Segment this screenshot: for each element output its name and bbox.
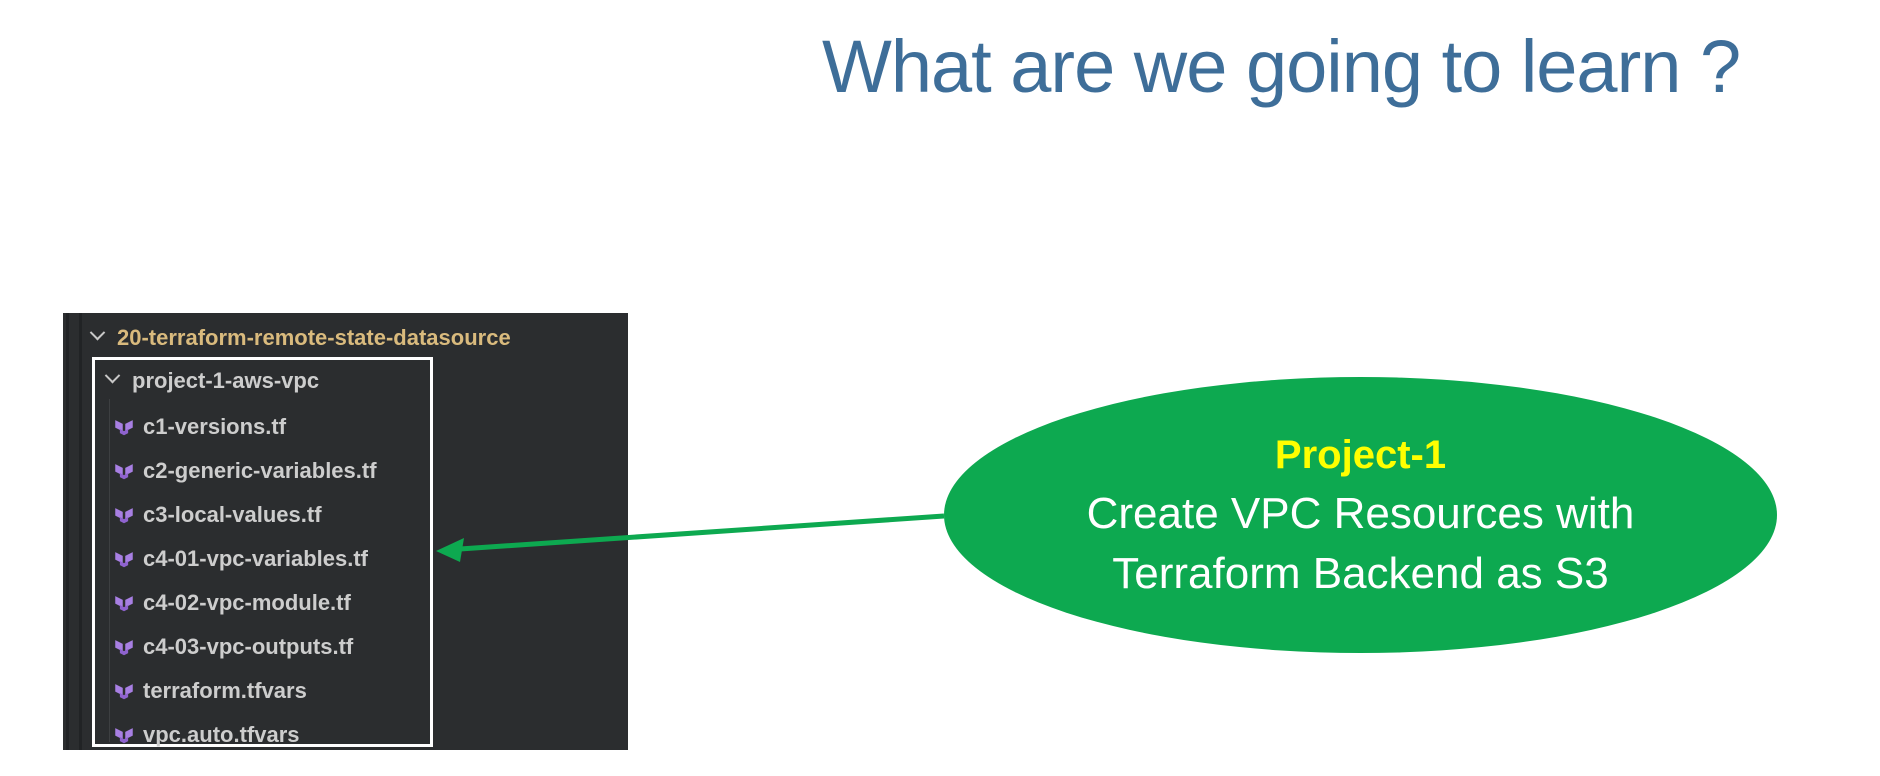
file-name-label: c1-versions.tf xyxy=(143,414,287,439)
file-name-label: c4-02-vpc-module.tf xyxy=(143,590,351,615)
terraform-file-icon xyxy=(114,637,134,657)
root-folder-label: 20-terraform-remote-state-datasource xyxy=(117,325,511,350)
tree-folder-root[interactable]: 20-terraform-remote-state-datasource xyxy=(89,323,511,353)
subfolder-label: project-1-aws-vpc xyxy=(132,368,320,393)
tree-file-row[interactable]: c4-01-vpc-variables.tf xyxy=(114,544,368,574)
file-name-label: c4-01-vpc-variables.tf xyxy=(143,546,368,571)
file-name-label: terraform.tfvars xyxy=(143,678,307,703)
tree-folder-project[interactable]: project-1-aws-vpc xyxy=(104,366,320,396)
terraform-file-icon xyxy=(114,505,134,525)
panel-edge-line xyxy=(66,313,69,750)
panel-edge-line xyxy=(79,313,82,750)
terraform-file-icon xyxy=(114,461,134,481)
terraform-file-icon xyxy=(114,681,134,701)
terraform-file-icon xyxy=(114,549,134,569)
tree-file-row[interactable]: c1-versions.tf xyxy=(114,412,286,442)
page-title: What are we going to learn ? xyxy=(822,25,1741,108)
file-name-label: c2-generic-variables.tf xyxy=(143,458,377,483)
tree-file-row[interactable]: c3-local-values.tf xyxy=(114,500,322,530)
indent-guide-line xyxy=(109,399,110,742)
vscode-explorer-panel: 20-terraform-remote-state-datasource pro… xyxy=(63,313,628,750)
tree-file-row[interactable]: c4-02-vpc-module.tf xyxy=(114,588,351,618)
terraform-file-icon xyxy=(114,593,134,613)
tree-file-row[interactable]: terraform.tfvars xyxy=(114,676,307,706)
callout-heading: Project-1 xyxy=(1274,433,1447,477)
terraform-file-icon xyxy=(114,725,134,745)
callout-line-1: Create VPC Resources with xyxy=(1086,489,1635,538)
chevron-down-icon[interactable] xyxy=(104,367,121,383)
chevron-down-icon[interactable] xyxy=(89,324,106,340)
file-name-label: vpc.auto.tfvars xyxy=(143,722,300,747)
project1-callout-ellipse: Project-1 Create VPC Resources with Terr… xyxy=(944,377,1777,653)
tree-file-row[interactable]: c2-generic-variables.tf xyxy=(114,456,377,486)
file-name-label: c4-03-vpc-outputs.tf xyxy=(143,634,354,659)
callout-line-2: Terraform Backend as S3 xyxy=(1112,549,1609,598)
tree-file-row[interactable]: vpc.auto.tfvars xyxy=(114,720,300,750)
file-name-label: c3-local-values.tf xyxy=(143,502,322,527)
terraform-file-icon xyxy=(114,417,134,437)
tree-file-row[interactable]: c4-03-vpc-outputs.tf xyxy=(114,632,353,662)
